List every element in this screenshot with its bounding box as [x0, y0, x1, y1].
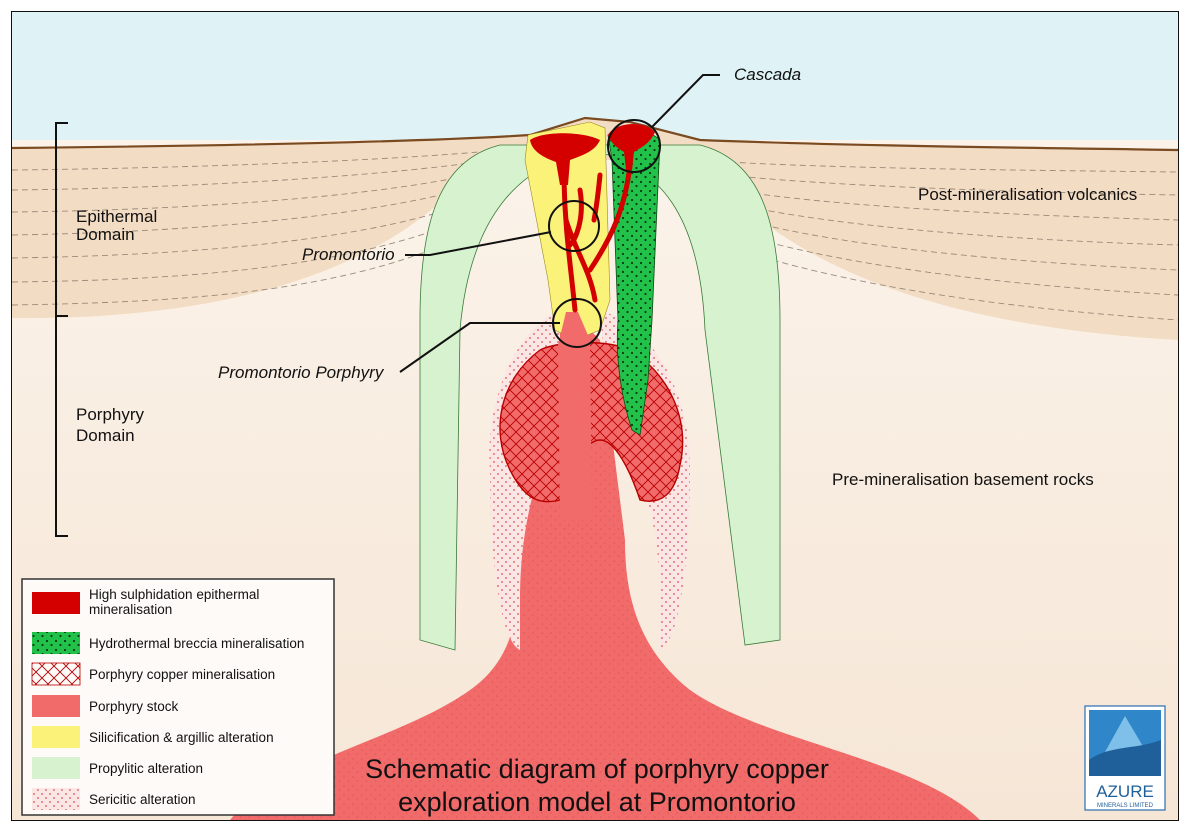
legend-label-4: Silicification & argillic alteration	[89, 730, 274, 745]
label-porphyry-1: Porphyry	[76, 405, 145, 424]
azure-logo: AZURE MINERALS LIMITED	[1085, 706, 1165, 810]
caption-line-1: Schematic diagram of porphyry copper	[365, 754, 829, 784]
legend-swatch-2	[32, 663, 80, 685]
logo-subtitle: MINERALS LIMITED	[1097, 803, 1154, 809]
label-epithermal-1: Epithermal	[76, 207, 157, 226]
legend-swatch-5	[32, 757, 80, 779]
legend-label-0-line2: mineralisation	[89, 602, 172, 617]
legend-swatch-0	[32, 592, 80, 614]
label-basement: Pre-mineralisation basement rocks	[832, 470, 1094, 489]
legend-label-1: Hydrothermal breccia mineralisation	[89, 636, 304, 651]
legend-label-0: High sulphidation epithermal	[89, 587, 259, 602]
caption-line-2: exploration model at Promontorio	[398, 787, 796, 817]
label-post-volcanics: Post-mineralisation volcanics	[918, 185, 1137, 204]
legend-swatch-1	[32, 632, 80, 654]
legend-swatch-3	[32, 695, 80, 717]
label-promontorio-porphyry: Promontorio Porphyry	[218, 363, 385, 382]
legend-label-5: Propylitic alteration	[89, 761, 203, 776]
label-promontorio: Promontorio	[302, 245, 395, 264]
legend-label-2: Porphyry copper mineralisation	[89, 667, 275, 682]
legend-swatch-4	[32, 726, 80, 748]
label-epithermal-2: Domain	[76, 225, 135, 244]
legend-label-6: Sericitic alteration	[89, 792, 196, 807]
label-porphyry-2: Domain	[76, 426, 135, 445]
logo-name: AZURE	[1096, 782, 1154, 801]
legend: High sulphidation epithermalmineralisati…	[22, 579, 334, 815]
legend-swatch-6	[32, 788, 80, 810]
legend-label-3: Porphyry stock	[89, 699, 179, 714]
label-cascada: Cascada	[734, 65, 801, 84]
